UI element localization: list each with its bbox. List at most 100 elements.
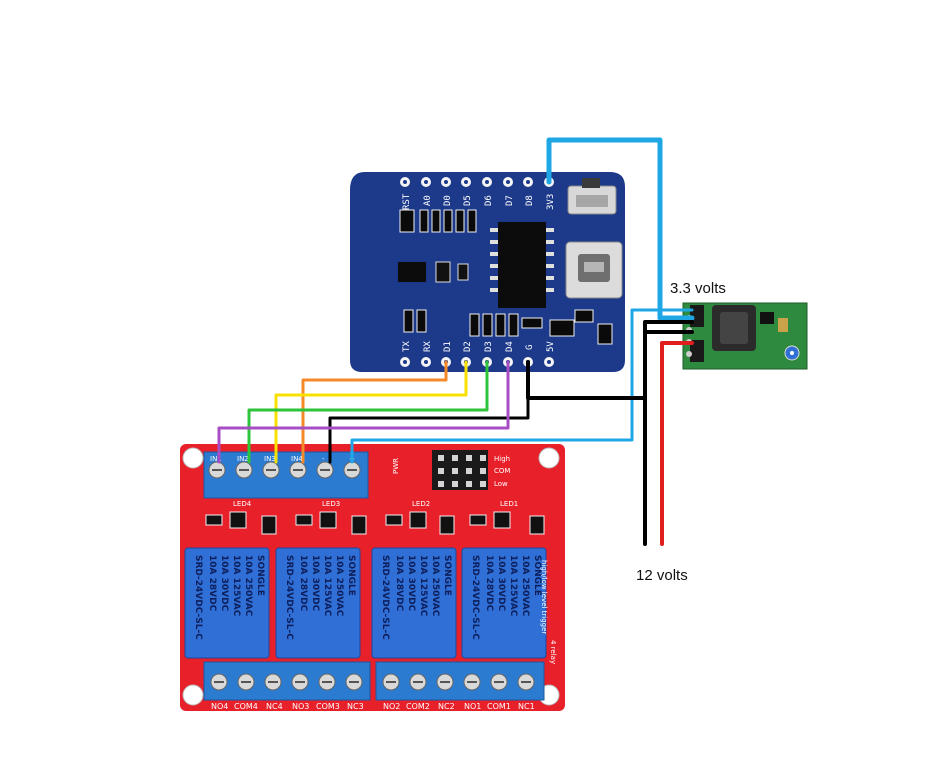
led-label: LED1 — [500, 500, 518, 508]
pin-label: G — [525, 345, 535, 350]
trigger-jumper: High COM Low PWR — [392, 450, 510, 490]
svg-text:10A 28VDC: 10A 28VDC — [394, 555, 404, 612]
relay-1: SONGLE 10A 250VAC 10A 125VAC 10A 30VDC 1… — [184, 547, 270, 659]
svg-text:SONGLE: SONGLE — [346, 555, 356, 596]
terminal-label: NC3 — [347, 702, 364, 711]
jumper-label: High — [494, 455, 510, 463]
terminal-label: NC1 — [518, 702, 535, 711]
svg-text:SRD-24VDC-SL-C: SRD-24VDC-SL-C — [380, 555, 390, 640]
svg-text:10A 30VDC: 10A 30VDC — [310, 555, 320, 612]
wire-3v3-to-converter — [546, 137, 695, 321]
pin-label: D7 — [505, 195, 515, 206]
wire-d4-in1 — [217, 360, 510, 464]
output-terminal-blocks — [203, 661, 545, 701]
wire-ground-to-relay — [328, 396, 530, 464]
terminal-label: NC4 — [266, 702, 283, 711]
mcu-top-header — [400, 177, 554, 187]
led-label: LED4 — [233, 500, 252, 508]
input-pin-label: - — [322, 455, 325, 463]
svg-text:10A 30VDC: 10A 30VDC — [406, 555, 416, 612]
driver-components — [205, 511, 545, 535]
led-label: LED2 — [412, 500, 430, 508]
input-pin-label: IN1 — [210, 455, 222, 463]
pin-label: 3V3 — [546, 194, 556, 210]
pin-label: D5 — [463, 195, 473, 206]
pin-label: D2 — [463, 341, 473, 352]
input-pin-label: IN2 — [237, 455, 249, 463]
svg-text:SONGLE: SONGLE — [255, 555, 265, 596]
mcu-top-pin-labels: RST A0 D0 D5 D6 D7 D8 3V3 — [402, 193, 556, 210]
svg-text:10A 125VAC: 10A 125VAC — [322, 555, 332, 617]
pin-label: TX — [402, 341, 412, 352]
wire-d3-in2 — [247, 360, 489, 464]
usb-serial-chip — [490, 222, 554, 308]
jumper-label: Low — [494, 480, 508, 488]
terminal-label: NO4 — [211, 702, 228, 711]
pin-label: D0 — [443, 195, 453, 206]
svg-text:10A 250VAC: 10A 250VAC — [334, 555, 344, 617]
terminal-label: NO1 — [464, 702, 481, 711]
svg-text:10A 250VAC: 10A 250VAC — [520, 555, 530, 617]
pwr-label: PWR — [392, 458, 400, 474]
wires — [217, 137, 695, 546]
pin-label: A0 — [423, 195, 433, 206]
wire-12v-positive — [660, 341, 694, 546]
svg-text:10A 125VAC: 10A 125VAC — [508, 555, 518, 617]
svg-text:SONGLE: SONGLE — [442, 555, 452, 596]
output-terminal-labels: NO4 COM4 NC4 NO3 COM3 NC3 NO2 COM2 NC2 N… — [211, 702, 535, 711]
svg-text:10A 30VDC: 10A 30VDC — [219, 555, 229, 612]
terminal-label: NC2 — [438, 702, 455, 711]
led-label: LED3 — [322, 500, 340, 508]
terminal-label: NO3 — [292, 702, 309, 711]
relay-4: SONGLE 10A 250VAC 10A 125VAC 10A 30VDC 1… — [461, 547, 547, 659]
mcu-smd-row — [399, 209, 477, 233]
svg-text:10A 28VDC: 10A 28VDC — [484, 555, 494, 612]
trigger-text: 4 relay — [549, 640, 557, 664]
input-pin-label: IN4 — [291, 455, 303, 463]
svg-text:SRD-24VDC-SL-C: SRD-24VDC-SL-C — [470, 555, 480, 640]
trigger-text: high/low level trigger — [540, 560, 548, 634]
svg-text:10A 250VAC: 10A 250VAC — [430, 555, 440, 617]
svg-text:10A 125VAC: 10A 125VAC — [418, 555, 428, 617]
mcu-transistor — [398, 261, 469, 283]
label-3v3: 3.3 volts — [670, 280, 726, 297]
svg-text:10A 28VDC: 10A 28VDC — [298, 555, 308, 612]
pin-label: D4 — [505, 341, 515, 352]
label-12v: 12 volts — [636, 567, 688, 584]
svg-text:SRD-24VDC-SL-C: SRD-24VDC-SL-C — [193, 555, 203, 640]
pin-label: RST — [402, 193, 412, 210]
pin-label: D3 — [484, 341, 494, 352]
wire-12v-negative — [643, 330, 694, 546]
mcu-lower-smd — [403, 309, 613, 345]
mcu-bottom-pin-labels: TX RX D1 D2 D3 D4 G 5V — [402, 341, 556, 352]
relay-3: SONGLE 10A 250VAC 10A 125VAC 10A 30VDC 1… — [371, 547, 457, 659]
terminal-label: COM4 — [234, 702, 258, 711]
pin-label: D6 — [484, 195, 494, 206]
jumper-label: COM — [494, 467, 510, 475]
pin-label: D1 — [443, 341, 453, 352]
buck-converter — [682, 302, 808, 370]
relay-board: IN1 IN2 IN3 IN4 - + High COM Low PWR LED — [180, 444, 565, 711]
svg-text:10A 30VDC: 10A 30VDC — [496, 555, 506, 612]
pin-label: D8 — [525, 195, 535, 206]
terminal-label: NO2 — [383, 702, 400, 711]
terminal-label: COM3 — [316, 702, 340, 711]
wire-d1-in4 — [301, 360, 448, 464]
pin-label: RX — [423, 341, 433, 352]
wire-vout-to-relay-vcc — [350, 308, 694, 464]
usb-port — [565, 241, 623, 299]
svg-text:SRD-24VDC-SL-C: SRD-24VDC-SL-C — [284, 555, 294, 640]
pin-label: 5V — [546, 341, 556, 352]
relay-2: SONGLE 10A 250VAC 10A 125VAC 10A 30VDC 1… — [275, 547, 361, 659]
reset-button — [567, 178, 617, 215]
terminal-label: COM2 — [406, 702, 430, 711]
mcu-board: RST A0 D0 D5 D6 D7 D8 3V3 — [350, 172, 625, 372]
svg-text:10A 250VAC: 10A 250VAC — [243, 555, 253, 617]
input-terminal-block: IN1 IN2 IN3 IN4 - + — [203, 451, 369, 499]
svg-text:10A 28VDC: 10A 28VDC — [207, 555, 217, 612]
input-pin-label: IN3 — [264, 455, 276, 463]
svg-text:SONGLE: SONGLE — [532, 555, 542, 596]
terminal-label: COM1 — [487, 702, 511, 711]
svg-text:10A 125VAC: 10A 125VAC — [231, 555, 241, 617]
